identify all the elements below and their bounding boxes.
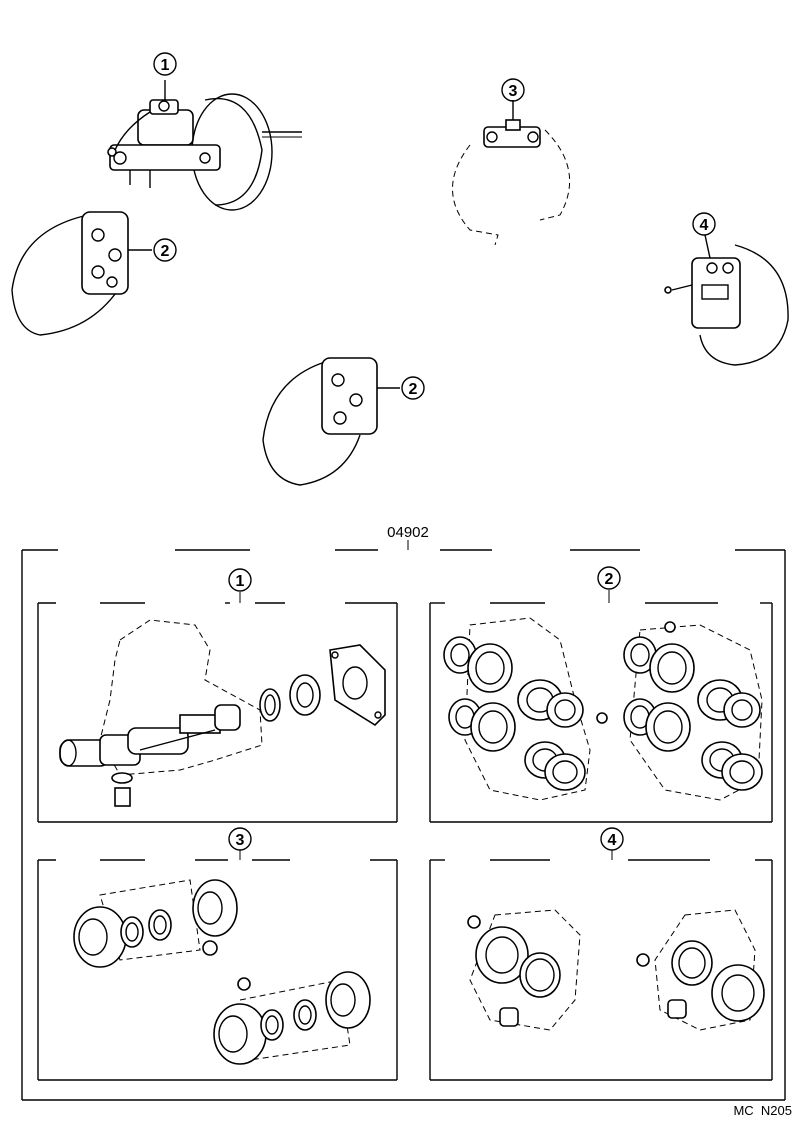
kit-panel-3-label: 3 <box>236 832 245 849</box>
kit-panel-2-label: 2 <box>605 571 614 588</box>
kit-panel-4: 4 <box>429 827 773 1081</box>
callout-3-label: 3 <box>509 83 518 100</box>
callout-2-left-label: 2 <box>161 243 170 260</box>
kit-panel-4-label: 4 <box>608 832 617 849</box>
front-caliper-center <box>262 357 400 486</box>
figure-code: MC N205 <box>733 1103 792 1118</box>
kit-frame <box>21 549 786 1101</box>
callout-1-top: 1 <box>153 52 177 76</box>
front-caliper-left <box>11 211 152 336</box>
callout-2-left: 2 <box>153 238 177 262</box>
kit-panel-1: 1 <box>37 568 398 823</box>
wheel-cylinder-assembly <box>452 100 571 246</box>
kit-panel-2: 2 <box>429 566 773 823</box>
callout-2-center: 2 <box>401 376 425 400</box>
callout-3-top: 3 <box>501 78 525 102</box>
kit-panel-3: 3 <box>37 827 398 1081</box>
callout-1-label: 1 <box>161 57 170 74</box>
rear-caliper <box>664 234 789 366</box>
master-cylinder-assembly <box>107 80 302 211</box>
callout-4-top: 4 <box>692 212 716 236</box>
kit-part-number-label: 04902 <box>387 524 429 541</box>
callout-2-center-label: 2 <box>409 381 418 398</box>
callout-4-label: 4 <box>700 217 709 234</box>
kit-part-number: 04902 <box>387 524 429 550</box>
kit-panel-1-label: 1 <box>236 573 245 590</box>
